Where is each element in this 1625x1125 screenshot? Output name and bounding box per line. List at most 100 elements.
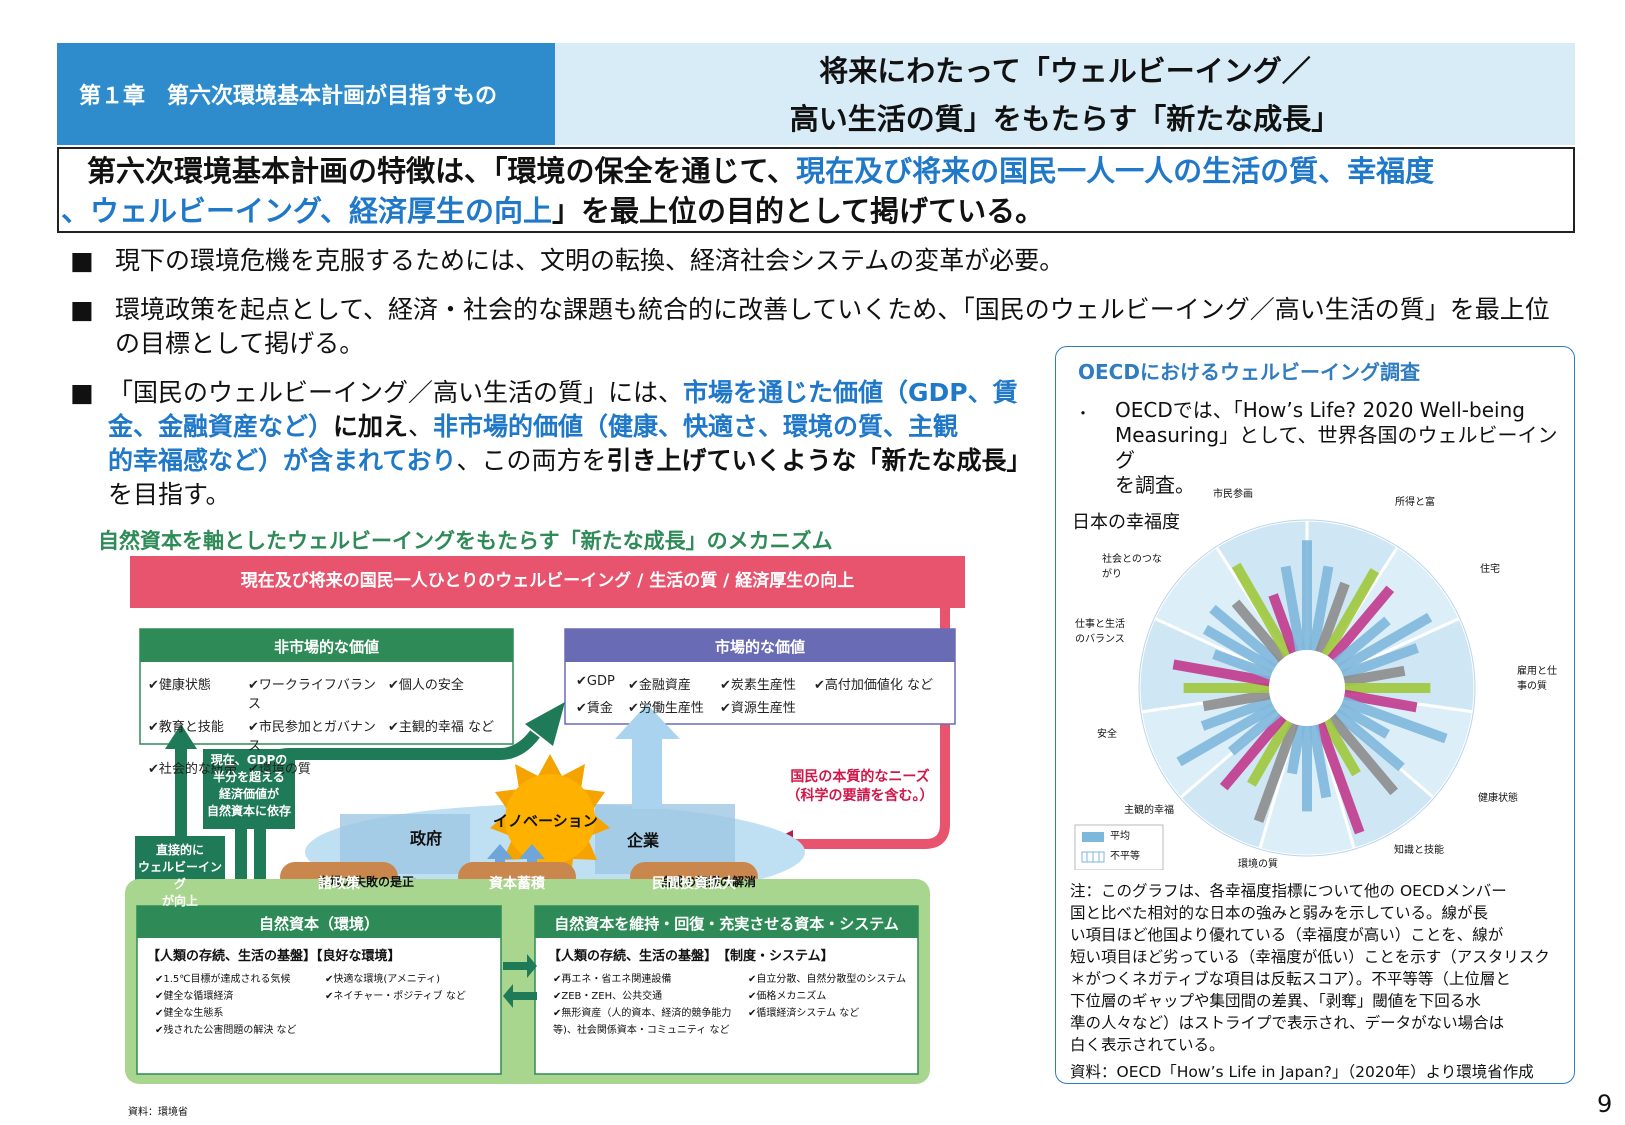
oecd-panel [1055,346,1575,1084]
dim-worklife: 仕事と生活のバランス [1075,619,1125,645]
wheel-spoke [1231,599,1287,663]
dim-health: 健康状態 [1478,793,1518,804]
gdp-note: 現在、GDPの半分を超える経済価値が自然資本に依存 [206,753,291,818]
title-line-1: 将来にわたって「ウェルビーイング／ [819,54,1311,88]
wheel-spoke [1231,562,1293,658]
bullet-3: ■ 「国民のウェルビーイング／高い生活の質」には、市場を通じた価値（GDP、賃金… [70,376,1032,516]
wheel-spoke [1315,721,1365,835]
wheel-spoke [1212,649,1274,680]
wheel-spoke [1202,625,1277,674]
wheel-spoke [1337,612,1433,674]
wheel-spoke [1321,568,1380,658]
market-failure-label: 市場の失敗の是正 [318,875,415,889]
wheel-spoke [1253,721,1299,823]
mechanism-source: 資料：環境省 [128,1107,188,1118]
dim-skills: 知識と技能 [1394,845,1444,856]
dim-income: 所得と富 [1395,497,1435,508]
oecd-dot: ・ [1075,404,1092,423]
wheel-spoke [1332,708,1405,772]
lead-part-1: 第六次環境基本計画の特徴は、「環境の保全を通じて、 [87,154,797,188]
wheel-spoke [1340,643,1419,680]
wheel-spoke [1308,724,1332,799]
wheel-spoke [1227,708,1282,756]
natcap-items: ✔1.5℃目標が達成される気候✔快適な環境(アメニティ) ✔健全な循環経済✔ネイ… [155,974,466,1036]
lead-statement: 第六次環境基本計画の特徴は、「環境の保全を通じて、現在及び将来の国民一人一人の生… [57,147,1575,233]
wheel-spoke [1219,713,1287,791]
system-title: 自然資本を維持・回復・充実させる資本・システム [554,915,899,933]
oecd-source: 資料：OECD「How’s Life in Japan?」（2020年）より環境… [1070,1063,1534,1081]
capital-button: 資本蓄積 [489,876,545,892]
wheel-spoke [1268,593,1299,655]
wheel-spoke [1183,683,1269,693]
lead-part-4: 」を最上位の目的として掲げている。 [551,194,1045,228]
wheel-spoke [1200,696,1274,731]
wheel-spoke [1287,724,1306,775]
direct-note: 直接的にウェルビーイングが向上 [137,843,222,908]
wheel-spoke [1247,718,1293,787]
oecd-note: 注：このグラフは、各幸福度指標について他の OECDメンバー国と比べた相対的な日… [1070,882,1550,1054]
composition-label: 合成の誤謬の解消 [660,875,757,889]
bullet-1: ■ 現下の環境危機を克服するためには、文明の転換、経済社会システムの変革が必要。 [70,244,1570,280]
wheel-spoke [1340,696,1448,744]
wheel-spoke [1308,565,1334,652]
dim-subjective: 主観的幸福 [1124,805,1174,816]
oecd-title: OECDにおけるウェルビーイング調査 [1078,360,1420,384]
dim-social: 社会とのつながり [1102,554,1162,580]
natcap-title: 自然資本（環境） [258,915,379,933]
legend-avg: 平均 [1110,831,1130,842]
dim-civic: 市民参画 [1213,489,1253,500]
bullet-1-text: 現下の環境危機を克服するためには、文明の転換、経済社会システムの変革が必要。 [115,246,1065,275]
invest-button: 民間投資拡大 [652,876,736,892]
wheel-spoke [1327,585,1395,663]
wheel-spoke [1172,659,1271,687]
market-title: 市場的な価値 [714,638,805,656]
title-line-2: 高い生活の質」をもたらす「新たな成長」 [789,102,1341,136]
bullet-3-text: 「国民のウェルビーイング／高い生活の質」には、市場を通じた価値（GDP、賃金、金… [108,378,1032,509]
wheel-spoke [1321,718,1361,777]
nonmarket-items: ✔健康状態✔ワークライフバランス✔個人の安全 ✔教育と技能✔市民参加とガバナンス… [148,678,495,777]
wheel-spoke [1343,689,1418,713]
system-sub: 【人類の存続、生活の基盤】 【制度・システム】 [548,949,834,964]
wheel-spoke [1315,581,1350,655]
mechanism-diagram [125,556,965,1084]
natcap-sub: 【人類の存続、生活の基盤】【良好な環境】 [147,949,401,964]
wheel-spoke [1337,702,1390,739]
dim-housing: 住宅 [1480,564,1500,575]
gov-label: 政府 [410,829,443,848]
needs-note: 国民の本質的なニーズ（科学の要請を含む。） [786,769,934,804]
page-title: 将来にわたって「ウェルビーイング／ 高い生活の質」をもたらす「新たな成長」 [555,43,1575,145]
system-items: ✔再エネ・省エネ関連設備✔自立分散、自然分散型のシステム ✔ZEB・ZEH、公共… [553,974,907,1036]
page-number: 9 [1597,1090,1613,1118]
top-banner-text: 現在及び将来の国民一人ひとりのウェルビーイング / 生活の質 / 経済厚生の向上 [240,571,855,591]
wheel-spoke [1280,565,1306,652]
policy-button: 諸政策 [318,876,360,892]
lead-part-3: 、ウェルビーイング、経済厚生の向上 [61,194,552,228]
biz-label: 企業 [627,831,660,850]
market-items: ✔GDP✔金融資産✔炭素生産性✔高付加価値化 など ✔賃金✔労働生産性✔資源生産… [576,674,934,716]
lead-part-2: 現在及び将来の国民一人一人の生活の質、幸福度 [796,154,1435,188]
legend-ineq: 不平等 [1110,851,1140,862]
nonmarket-title: 非市場的な価値 [273,638,379,656]
top-banner [130,556,965,608]
bullet-2: ■ 環境政策を起点として、経済・社会的な課題も統合的に改善していくため、「国民の… [70,293,1575,363]
wheel-spoke [1302,540,1312,650]
bullet-2-text: 環境政策を起点として、経済・社会的な課題も統合的に改善していくため、「国民のウェ… [115,295,1550,358]
wheel-spoke [1345,683,1431,693]
bullet-marker: ■ [70,295,94,324]
wheel-spoke [1209,604,1282,668]
dim-safety: 安全 [1097,729,1117,740]
bullet-marker: ■ [70,246,94,275]
bullet-marker: ■ [70,378,94,407]
wellbeing-wheel [1074,518,1477,870]
wheel-spoke [1332,616,1391,668]
wheel-spoke [1176,702,1277,767]
dim-jobs: 雇用と仕事の質 [1517,666,1557,692]
wheel-spoke [1302,726,1312,812]
chapter-label: 第１章 第六次環境基本計画が目指すもの [57,43,555,145]
innovation-label: イノベーション [493,812,598,830]
wheel-spoke [1202,689,1271,712]
chart-title: 日本の幸福度 [1072,512,1180,533]
dim-environment: 環境の質 [1238,859,1278,870]
mechanism-title: 自然資本を軸としたウェルビーイングをもたらす「新たな成長」のメカニズム [98,529,833,553]
